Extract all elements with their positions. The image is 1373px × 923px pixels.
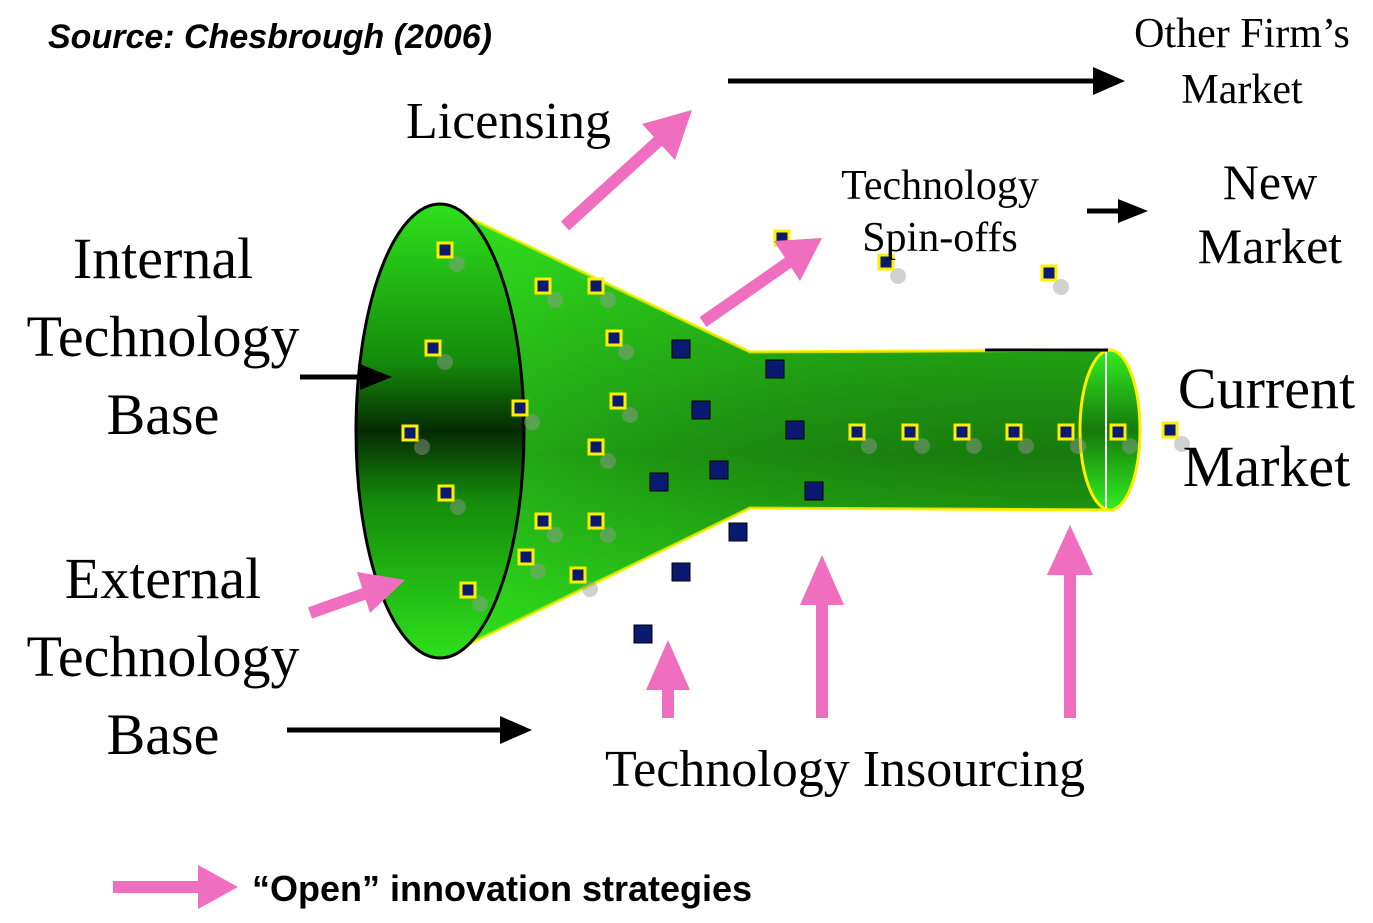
project-dot	[901, 423, 919, 441]
project-dot-large	[671, 562, 691, 582]
legend-arrow	[113, 865, 238, 909]
external-base-arrow	[287, 716, 532, 744]
project-dot-shadow	[530, 563, 546, 579]
project-dot	[437, 484, 455, 502]
project-dot-shadow	[600, 453, 616, 469]
spinoffs-arrow	[699, 238, 822, 327]
current-market-label: Current Market	[1177, 356, 1356, 499]
project-dot-shadow	[618, 344, 634, 360]
technology-insourcing-label: Technology Insourcing	[605, 741, 1086, 798]
project-dot-shadow	[472, 596, 488, 612]
project-dot-shadow	[524, 414, 540, 430]
project-dots	[401, 229, 1190, 644]
project-dot	[953, 423, 971, 441]
project-dot	[1161, 421, 1179, 439]
legend-label: “Open” innovation strategies	[252, 868, 753, 909]
project-dot-shadow	[861, 438, 877, 454]
technology-spinoffs-label: Technology Spin-offs	[841, 163, 1039, 261]
project-dot-shadow	[1174, 436, 1190, 452]
project-dot	[1057, 423, 1075, 441]
insourcing-arrow-2	[800, 555, 844, 718]
project-dot-large	[804, 481, 824, 501]
external-technology-base-label: External Technology Base	[26, 546, 300, 767]
project-dot-shadow	[582, 581, 598, 597]
project-dot	[587, 512, 605, 530]
insourcing-arrow-3	[1047, 525, 1093, 718]
project-dot	[459, 581, 477, 599]
project-dot	[848, 423, 866, 441]
project-dot-shadow	[450, 499, 466, 515]
other-firms-market-label: Other Firm’s Market	[1134, 11, 1350, 113]
project-dot-shadow	[1070, 438, 1086, 454]
project-dot	[534, 512, 552, 530]
project-dot	[511, 399, 529, 417]
project-dot-shadow	[1122, 438, 1138, 454]
project-dot	[587, 277, 605, 295]
project-dot	[401, 424, 419, 442]
project-dot-shadow	[914, 438, 930, 454]
project-dot-shadow	[600, 292, 616, 308]
project-dot-large	[709, 460, 729, 480]
project-dot	[877, 253, 895, 271]
project-dot-large	[785, 420, 805, 440]
funnel-mouth	[354, 202, 526, 660]
project-dot-large	[765, 359, 785, 379]
project-dot	[424, 339, 442, 357]
project-dot-shadow	[890, 268, 906, 284]
new-market-label: New Market	[1197, 154, 1343, 274]
project-dot	[1109, 423, 1127, 441]
project-dot-shadow	[966, 438, 982, 454]
licensing-label: Licensing	[406, 93, 612, 150]
project-dot-shadow	[600, 527, 616, 543]
other-market-arrow	[728, 67, 1125, 95]
project-dot-large	[728, 522, 748, 542]
licensing-arrow	[560, 110, 692, 231]
new-market-arrow	[1087, 199, 1148, 223]
flow-arrows	[287, 67, 1148, 744]
funnel	[354, 201, 1142, 661]
project-dot	[569, 566, 587, 584]
project-dot-large	[633, 624, 653, 644]
project-dot-large	[671, 339, 691, 359]
internal-technology-base-label: Internal Technology Base	[26, 226, 300, 447]
open-innovation-arrows	[113, 110, 1093, 909]
project-dot-large	[649, 472, 669, 492]
project-dot	[605, 329, 623, 347]
project-dot-shadow	[1018, 438, 1034, 454]
source-citation: Source: Chesbrough (2006)	[48, 18, 492, 56]
project-dot-shadow	[547, 527, 563, 543]
internal-base-arrow	[300, 364, 392, 390]
project-dot-shadow	[1053, 279, 1069, 295]
project-dot-shadow	[622, 407, 638, 423]
project-dot-shadow	[414, 439, 430, 455]
project-dot	[1040, 264, 1058, 282]
project-dot-large	[691, 400, 711, 420]
project-dot	[436, 241, 454, 259]
project-dot	[1005, 423, 1023, 441]
project-dot-shadow	[547, 292, 563, 308]
project-dot-shadow	[437, 354, 453, 370]
external-base-pink-arrow	[307, 572, 405, 619]
project-dot	[587, 438, 605, 456]
project-dot-shadow	[449, 256, 465, 272]
project-dot	[517, 548, 535, 566]
insourcing-arrow-1	[646, 640, 690, 718]
project-dot	[609, 392, 627, 410]
project-dot	[534, 277, 552, 295]
